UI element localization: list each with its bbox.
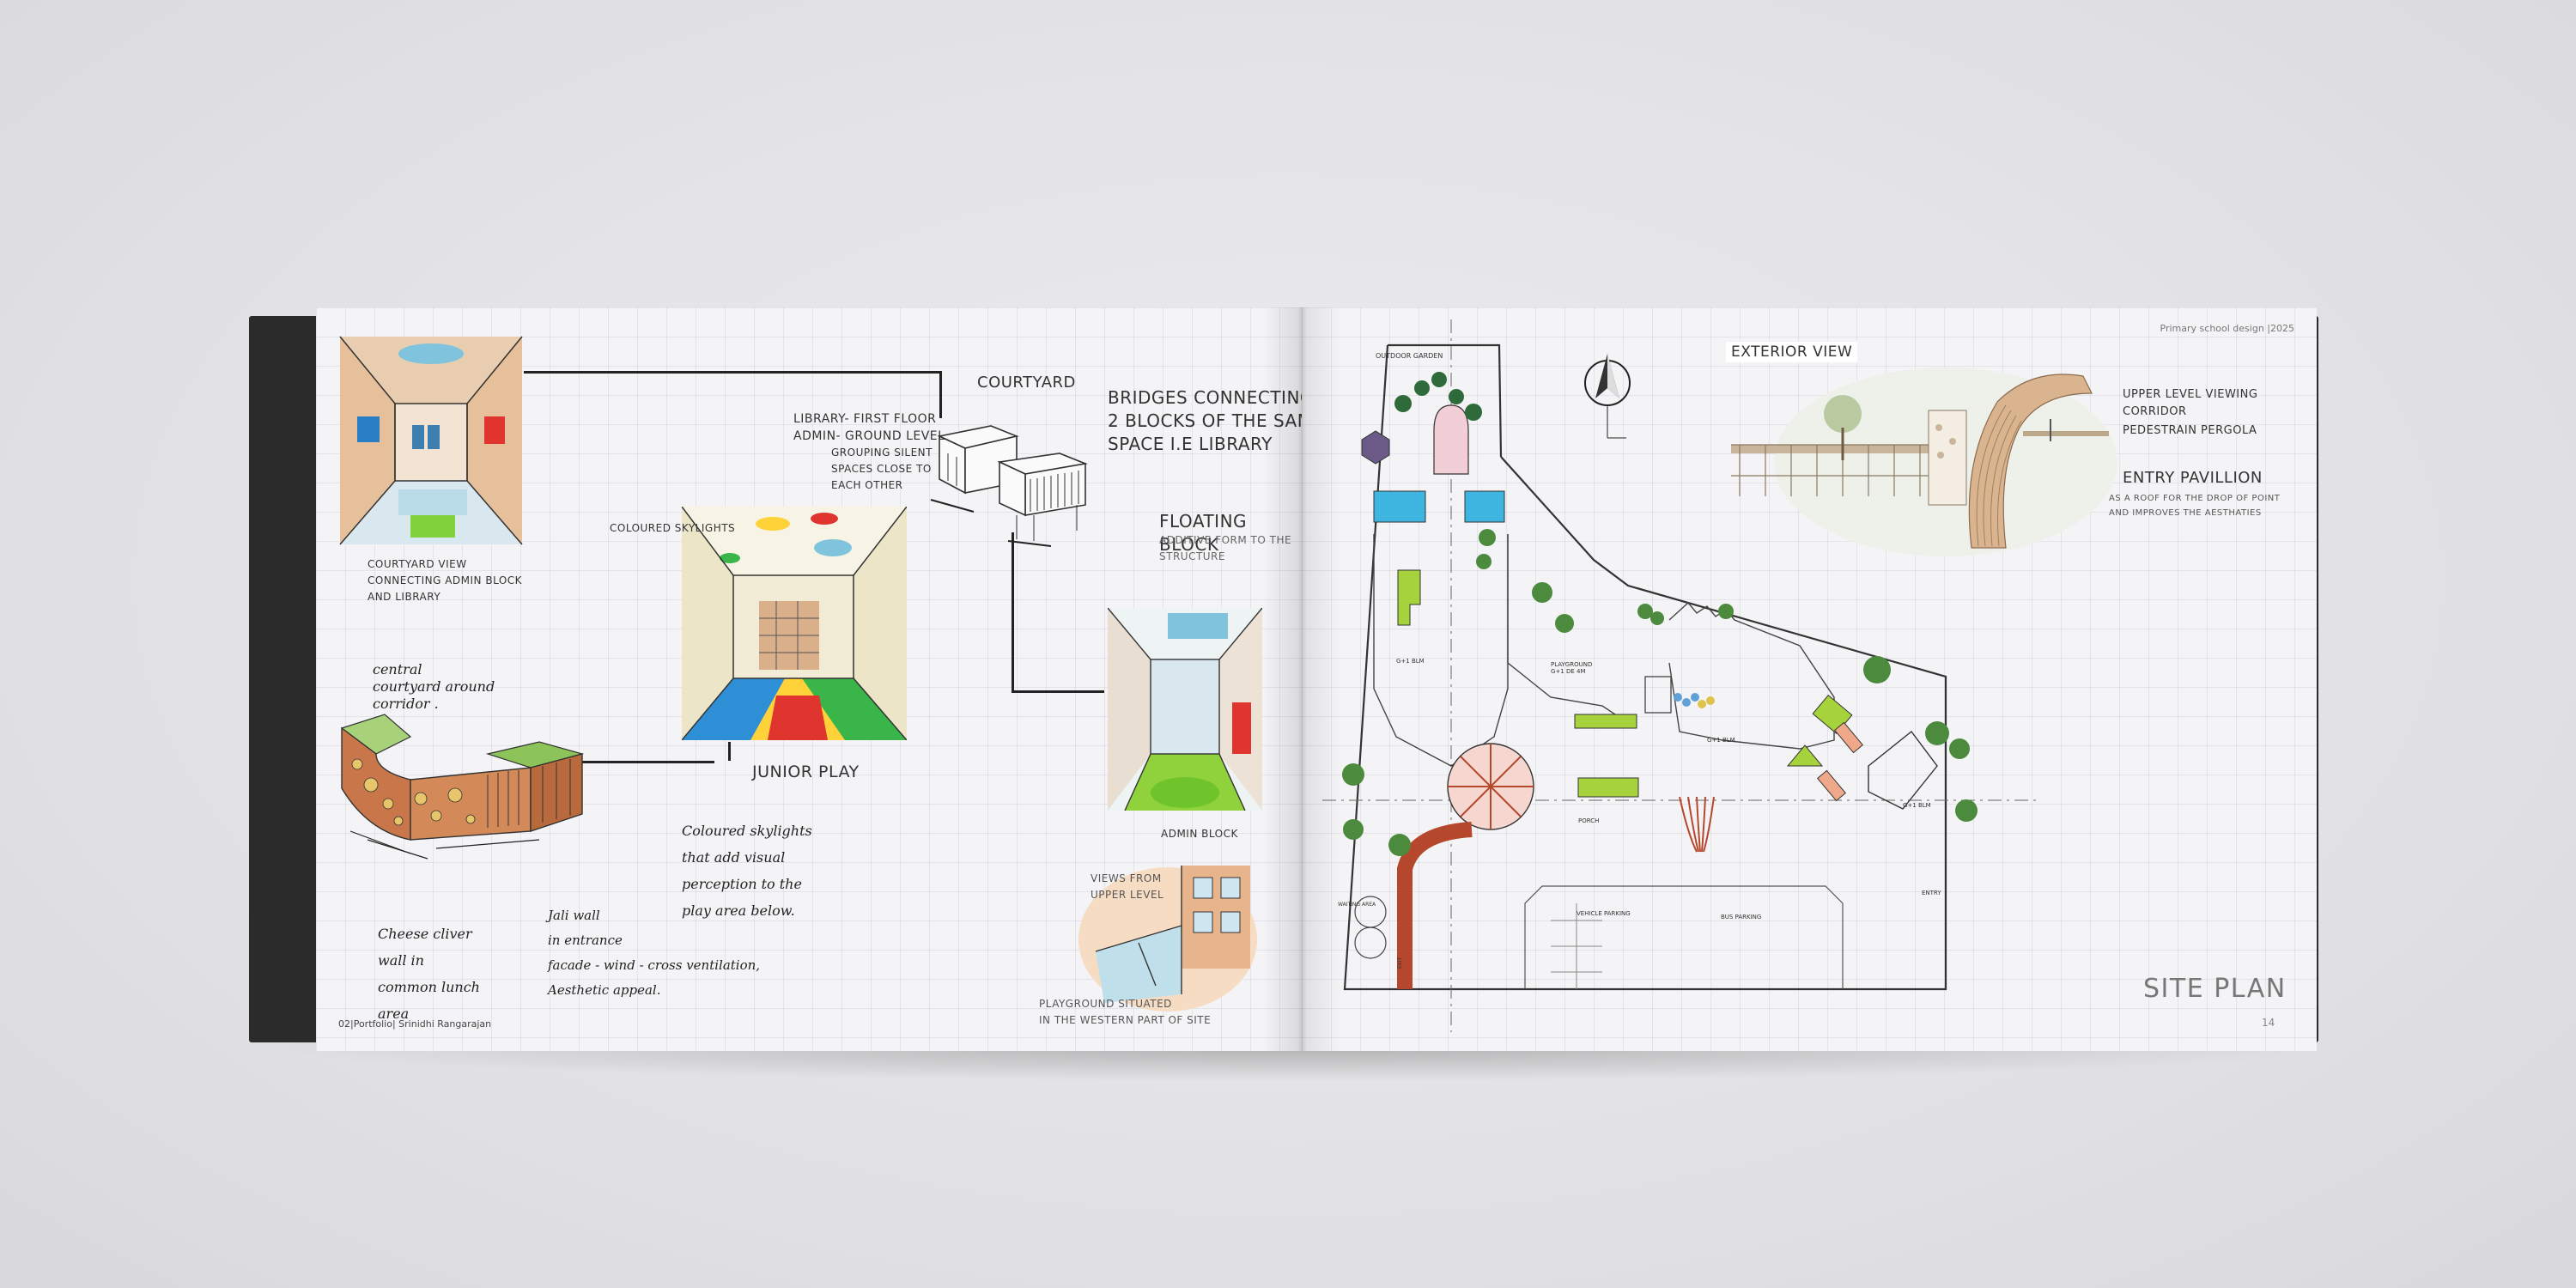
page-number: 14 xyxy=(2262,1017,2275,1029)
book-gutter xyxy=(1262,307,1341,1051)
entry-desc-label: AS A ROOF FOR THE DROP OF POINT AND IMPR… xyxy=(2109,494,2281,518)
connector-admin-horizontal xyxy=(1012,690,1104,696)
right-page: Primary school design |2025 xyxy=(1302,307,2317,1051)
central-courtyard-note: central courtyard around corridor . xyxy=(373,661,495,712)
cheese-wall-building-sketch xyxy=(333,702,591,874)
left-page: COURTYARD VIEW CONNECTING ADMIN BLOCK AN… xyxy=(316,307,1302,1051)
pergola-label: PEDESTRAIN PERGOLA xyxy=(2123,424,2257,437)
entry-pavilion-label: ENTRY PAVILLION xyxy=(2123,469,2263,487)
floating-block-label: FLOATING BLOCK xyxy=(1159,511,1248,555)
plan-label-waiting: WAITING AREA xyxy=(1338,902,1376,908)
left-footer: 02|Portfolio| Srinidhi Rangarajan xyxy=(338,1018,492,1030)
coloured-skylights-label: COLOURED SKYLIGHTS xyxy=(610,522,736,534)
plan-label-vehicle-parking: VEHICLE PARKING xyxy=(1577,910,1631,917)
exterior-view-sketch xyxy=(1714,359,2117,565)
connector-courtyard xyxy=(524,371,942,418)
plan-label-bus-parking: BUS PARKING xyxy=(1721,914,1762,920)
plan-label-exit: EXIT xyxy=(1397,957,1404,969)
courtyard-view-sketch xyxy=(338,335,524,546)
plan-label-g1: G+1 BLM xyxy=(1396,658,1425,665)
plan-label-playground: PLAYGROUND G+1 DE 4M xyxy=(1551,661,1593,675)
plan-label-porch: PORCH xyxy=(1578,817,1600,824)
plan-label-g1b: G+1 BLM xyxy=(1707,737,1735,744)
site-plan-drawing xyxy=(1319,319,2040,1032)
grouping-label: GROUPING SILENT SPACES CLOSE TO EACH OTH… xyxy=(831,447,933,491)
connector-junior-play-vertical xyxy=(728,742,733,761)
additive-label: ADDITIVE FORM TO THE STRUCTURE xyxy=(1159,534,1291,562)
playground-label: PLAYGROUND SITUATED IN THE WESTERN PART … xyxy=(1039,998,1212,1026)
plan-label-entry: ENTRY xyxy=(1922,890,1941,896)
coloured-skylights-note: Coloured skylights that add visual perce… xyxy=(682,823,812,919)
admin-block-label: ADMIN BLOCK xyxy=(1161,828,1238,840)
courtyard-label: COURTYARD xyxy=(977,374,1076,392)
jali-wall-note: Jali wall in entrance facade - wind - cr… xyxy=(548,908,761,998)
exterior-view-label: EXTERIOR VIEW xyxy=(1726,342,1858,362)
courtyard-view-label: COURTYARD VIEW CONNECTING ADMIN BLOCK AN… xyxy=(368,558,523,603)
north-arrow-icon xyxy=(1582,349,1642,443)
connector-admin-vertical xyxy=(1012,532,1017,690)
library-block-sketch xyxy=(922,410,1103,548)
library-floor-label: LIBRARY- FIRST FLOOR ADMIN- GROUND LEVEL xyxy=(793,412,945,443)
plan-label-outdoor-garden: OUTDOOR GARDEN xyxy=(1376,352,1443,360)
admin-block-sketch xyxy=(1108,608,1262,811)
junior-play-label: JUNIOR PLAY xyxy=(752,762,860,781)
site-plan-title: SITE PLAN xyxy=(2143,974,2287,1004)
upper-level-label: UPPER LEVEL VIEWING CORRIDOR xyxy=(2123,388,2258,418)
plan-label-g1c: G+1 BLM xyxy=(1903,802,1931,809)
cheese-wall-note: Cheese cliver wall in common lunch area xyxy=(378,926,480,1022)
bridges-label: BRIDGES CONNECTING 2 BLOCKS OF THE SAME … xyxy=(1108,387,1302,454)
connector-junior-play xyxy=(550,761,714,766)
right-header: Primary school design |2025 xyxy=(2160,323,2294,334)
views-upper-label: VIEWS FROM UPPER LEVEL xyxy=(1091,872,1164,901)
playground-sketch xyxy=(1078,857,1257,1013)
junior-play-sketch xyxy=(682,507,907,740)
